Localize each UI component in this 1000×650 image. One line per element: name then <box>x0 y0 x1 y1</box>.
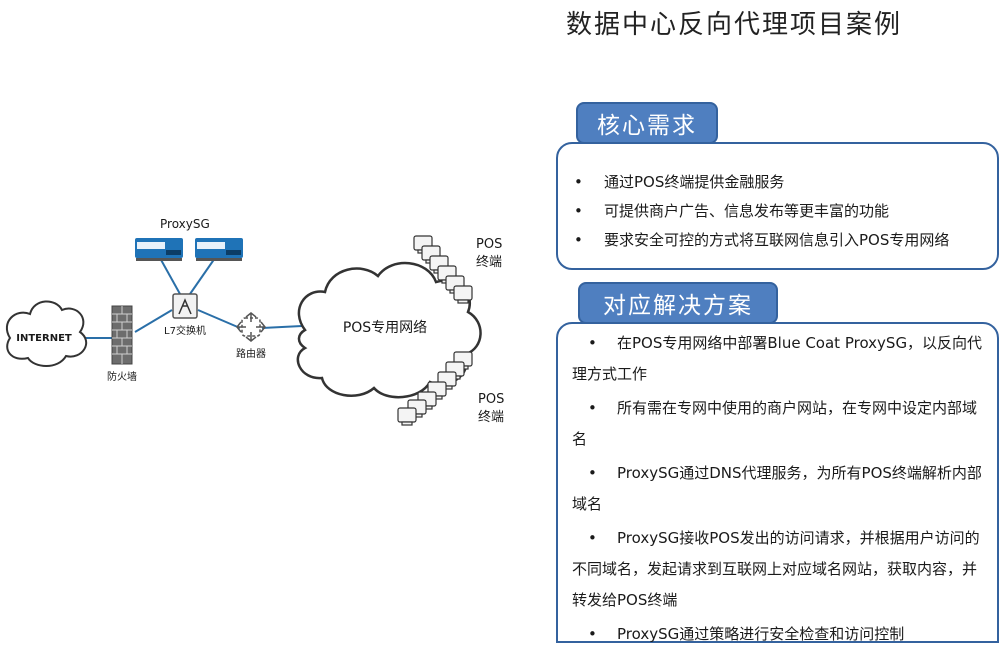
router-icon <box>236 312 266 342</box>
link-switch-router <box>197 309 241 329</box>
firewall-icon <box>111 305 133 365</box>
solution-item: •在POS专用网络中部署Blue Coat ProxySG，以反向代理方式工作 <box>572 334 983 383</box>
pos-top-label-line1: POS <box>476 237 502 252</box>
router-label: 路由器 <box>236 347 266 360</box>
switch-label: L7交换机 <box>164 324 206 337</box>
solution-list: •在POS专用网络中部署Blue Coat ProxySG，以反向代理方式工作 … <box>558 324 997 650</box>
needs-item: 通过POS终端提供金融服务 <box>558 168 997 197</box>
needs-heading: 核心需求 <box>576 102 718 144</box>
network-links <box>78 257 303 339</box>
solution-item: •ProxySG通过DNS代理服务，为所有POS终端解析内部域名 <box>572 464 982 513</box>
pos-bottom-label-line2: 终端 <box>478 409 504 425</box>
internet-cloud: INTERNET <box>5 300 87 367</box>
internet-label: INTERNET <box>16 333 72 344</box>
link-firewall-switch <box>134 309 173 333</box>
proxysg-appliance-1 <box>135 238 183 261</box>
solution-item: •所有需在专网中使用的商户网站，在专网中设定内部域名 <box>572 399 978 448</box>
pos-terminals-top <box>413 235 473 304</box>
solution-item: •ProxySG通过策略进行安全检查和访问控制 <box>588 625 905 643</box>
network-diagram: INTERNET 防火墙 ProxySG L7交换机 <box>5 217 504 426</box>
needs-panel: 通过POS终端提供金融服务 可提供商户广告、信息发布等更丰富的功能 要求安全可控… <box>556 142 999 270</box>
link-switch-proxy2 <box>189 257 216 295</box>
pos-bottom-label-line1: POS <box>478 392 504 407</box>
link-switch-proxy1 <box>159 257 181 295</box>
needs-item: 要求安全可控的方式将互联网信息引入POS专用网络 <box>558 226 997 255</box>
solution-panel: •在POS专用网络中部署Blue Coat ProxySG，以反向代理方式工作 … <box>556 322 999 643</box>
firewall-label: 防火墙 <box>107 370 137 383</box>
needs-item: 可提供商户广告、信息发布等更丰富的功能 <box>558 197 997 226</box>
link-router-cloud <box>261 325 303 329</box>
page-title: 数据中心反向代理项目案例 <box>566 10 903 40</box>
solution-heading: 对应解决方案 <box>578 282 778 324</box>
pos-top-label-line2: 终端 <box>476 254 502 270</box>
l7-switch-icon <box>172 293 198 319</box>
pos-network-label: POS专用网络 <box>343 320 427 336</box>
needs-list: 通过POS终端提供金融服务 可提供商户广告、信息发布等更丰富的功能 要求安全可控… <box>558 144 997 255</box>
solution-item: •ProxySG接收POS发出的访问请求，并根据用户访问的不同域名，发起请求到互… <box>572 529 980 609</box>
proxysg-appliance-2 <box>195 238 243 261</box>
pos-terminals-bottom <box>397 351 473 426</box>
proxysg-label: ProxySG <box>160 217 210 231</box>
